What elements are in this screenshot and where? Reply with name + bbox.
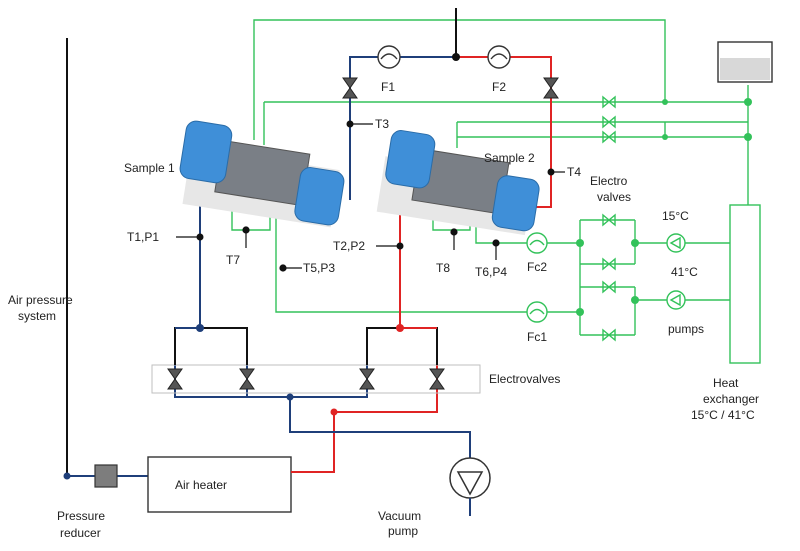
vacuum-pump — [449, 457, 491, 499]
flowmeter-fc1 — [526, 301, 548, 323]
sensor-t2p2-label: T2,P2 — [333, 239, 365, 253]
pressure-reducer-label-line2: reducer — [60, 526, 101, 540]
sensor-t3-label: T3 — [375, 117, 389, 131]
air-heater — [147, 456, 292, 513]
sensor-f1-label: F1 — [381, 80, 395, 94]
sensor-t4-label: T4 — [567, 165, 581, 179]
sample-1-label: Sample 1 — [124, 161, 175, 175]
air-pressure-label-line1: Air pressure — [8, 293, 73, 307]
temp-15-label: 15°C — [662, 209, 689, 223]
top-valves — [342, 77, 559, 99]
pressure-reducer — [94, 464, 118, 488]
air-pressure-label-line2: system — [18, 309, 56, 323]
temp-41-label: 41°C — [671, 265, 698, 279]
sensor-t1p1-label: T1,P1 — [127, 230, 159, 244]
water-valves — [602, 95, 616, 342]
sensor-t5p3-label: T5,P3 — [303, 261, 335, 275]
electrovalves — [167, 368, 445, 390]
sensor-fc1-label: Fc1 — [527, 330, 547, 344]
sample-1-cell — [179, 120, 345, 228]
circulation-pump-41 — [666, 290, 686, 310]
sensor-fc2-label: Fc2 — [527, 260, 547, 274]
pressure-reducer-label-line1: Pressure — [57, 509, 105, 523]
heat-exchanger-label-line1: Heat — [713, 376, 739, 390]
sensor-t8-label: T8 — [436, 261, 450, 275]
electro-valves-label-line2: valves — [597, 190, 631, 204]
sample-2-cell — [376, 130, 540, 236]
sensor-t6p4-label: T6,P4 — [475, 265, 507, 279]
flowmeter-f1 — [377, 45, 401, 69]
water-tank — [717, 41, 773, 83]
sensor-f2-label: F2 — [492, 80, 506, 94]
vacuum-pump-label-line2: pump — [388, 524, 418, 538]
electrovalves-label: Electrovalves — [489, 372, 560, 386]
air-heater-label: Air heater — [175, 478, 227, 492]
flowmeter-f2 — [487, 45, 511, 69]
circulation-pump-15 — [666, 233, 686, 253]
flowmeter-fc2 — [526, 232, 548, 254]
sensor-t7-label: T7 — [226, 253, 240, 267]
electro-valves-label-line1: Electro — [590, 174, 628, 188]
water-junctions — [576, 98, 752, 316]
heat-exchanger — [729, 204, 761, 364]
vacuum-pump-label-line1: Vacuum — [378, 509, 421, 523]
sample-2-label: Sample 2 — [484, 151, 535, 165]
heat-exchanger-label-line2: exchanger — [703, 392, 759, 406]
heat-exchanger-label-line3: 15°C / 41°C — [691, 408, 755, 422]
electrovalve-box — [151, 364, 481, 394]
pumps-label: pumps — [668, 322, 704, 336]
